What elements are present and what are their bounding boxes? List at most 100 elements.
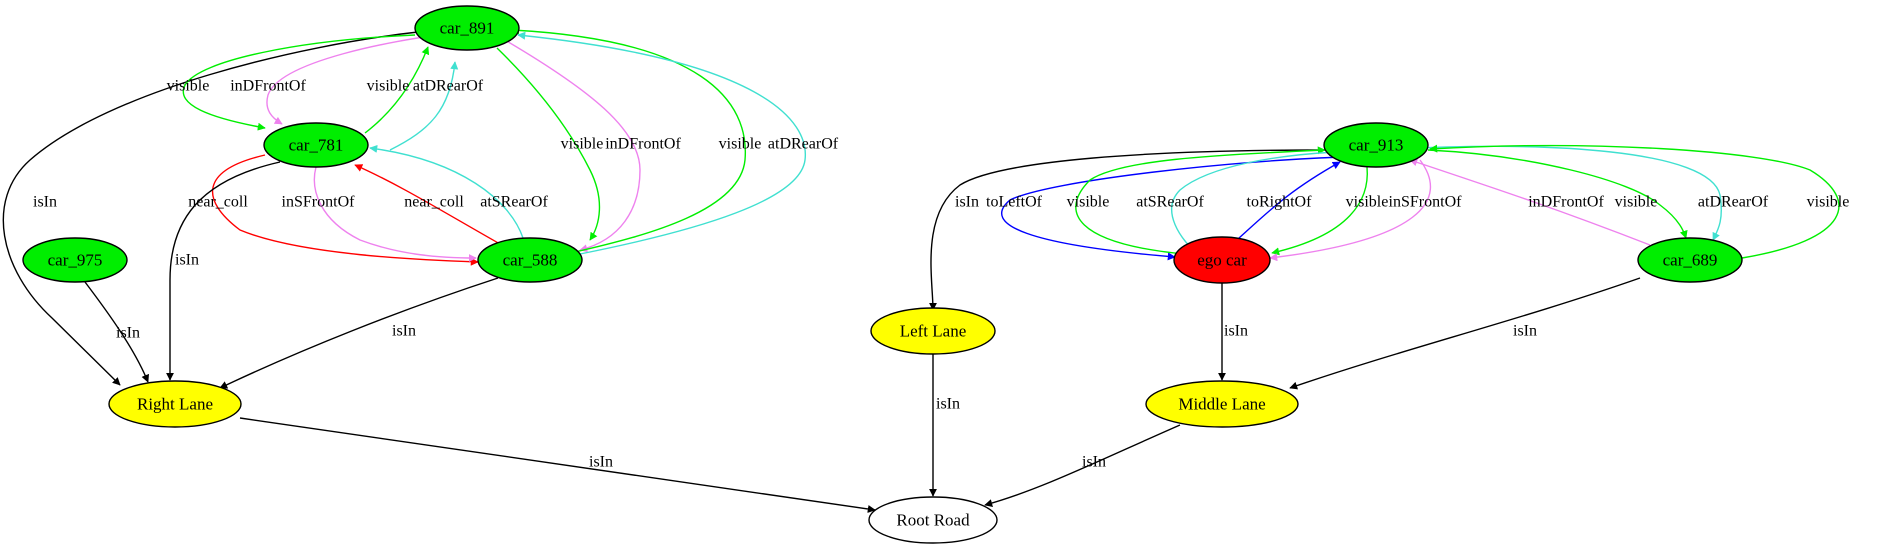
edge-label: visible <box>167 78 210 95</box>
node-shape <box>477 237 583 283</box>
edge-label: inDFrontOf <box>1528 194 1604 211</box>
edge-line <box>369 144 524 239</box>
edge-line <box>1075 146 1326 256</box>
edge-label: isIn <box>1513 323 1537 340</box>
node-right-lane: Right Lane <box>108 380 242 428</box>
edge-car_781-isIn-right_lane: isIn <box>166 161 281 381</box>
edge-label: visible <box>1067 194 1110 211</box>
edge-line <box>1289 277 1641 390</box>
edge-car_689-visible-car_913: visible <box>1429 144 1850 259</box>
node-label: car_975 <box>48 251 103 270</box>
edge-car_891-isIn-right_lane: isIn <box>2 31 419 386</box>
edge-label: visible <box>561 136 604 153</box>
edge-label: visible <box>367 78 410 95</box>
edge-car_588-isIn-right_lane: isIn <box>219 277 499 389</box>
edge-label: visible <box>1807 194 1850 211</box>
node-car-975: car_975 <box>22 237 128 283</box>
edge-car_913-isIn-left_lane: isIn <box>928 149 1326 311</box>
edge-line <box>84 281 149 383</box>
edge-label: isIn <box>589 454 613 471</box>
node-left-lane: Left Lane <box>870 307 996 355</box>
edge-line <box>389 61 459 151</box>
node-shape <box>22 237 128 283</box>
edge-label: inDFrontOf <box>605 136 681 153</box>
edge-line <box>182 34 416 131</box>
edge-line <box>1000 156 1346 261</box>
node-root-road: Root Road <box>868 496 998 544</box>
edge-label: atDRearOf <box>1698 194 1769 211</box>
node-shape <box>868 496 998 544</box>
edge-label: near_coll <box>404 194 464 211</box>
edge-car_689-isIn-middle_lane: isIn <box>1289 277 1641 390</box>
node-label: Root Road <box>896 511 970 530</box>
node-middle-lane: Middle Lane <box>1145 380 1299 428</box>
edge-line <box>496 47 601 241</box>
edge-label: isIn <box>955 194 979 211</box>
edge-car_913-visible-ego_car: visible <box>1271 166 1388 256</box>
edge-line <box>364 46 430 134</box>
edge-label: isIn <box>33 194 57 211</box>
edge-ego_car-toRightOf-car_913: toRightOf <box>1237 161 1341 240</box>
node-shape <box>1323 122 1429 168</box>
node-shape <box>1637 237 1743 283</box>
edge-label: isIn <box>392 323 416 340</box>
edge-line <box>266 34 439 125</box>
edge-line <box>211 154 479 266</box>
edge-car_891-inDFrontOf-car_588: inDFrontOf <box>504 39 681 253</box>
edge-line <box>1237 161 1341 240</box>
edge-line <box>354 164 501 245</box>
edge-car_781-inSFrontOf-car_588: inSFrontOf <box>282 166 477 262</box>
edge-ego_car-visible-car_913: visible <box>1067 146 1326 256</box>
edge-line <box>1269 159 1432 262</box>
edge-label: isIn <box>1224 323 1248 340</box>
node-car-891: car_891 <box>414 5 520 51</box>
node-car-689: car_689 <box>1637 237 1743 283</box>
edge-line <box>1271 166 1368 256</box>
edge-car_588-atDRearOf-car_891: atDRearOf <box>517 31 839 255</box>
node-label: car_588 <box>503 251 558 270</box>
edge-label: inSFrontOf <box>1389 194 1463 211</box>
node-label: car_891 <box>440 19 495 38</box>
edge-line <box>1171 148 1337 257</box>
edge-right_lane-isIn-root_road: isIn <box>239 417 876 513</box>
node-shape <box>263 122 369 168</box>
edge-line <box>984 424 1181 507</box>
node-shape <box>1145 380 1299 428</box>
node-label: Left Lane <box>900 322 967 341</box>
edge-car_588-near_coll-car_781: near_coll <box>354 164 501 245</box>
edge-car_689-inDFrontOf-car_913: inDFrontOf <box>1409 158 1651 246</box>
edge-car_588-visible-car_891: visible <box>511 26 762 253</box>
edge-left_lane-isIn-root_road: isIn <box>929 354 960 497</box>
node-car-781: car_781 <box>263 122 369 168</box>
edge-label: atDRearOf <box>413 78 484 95</box>
edge-car_781-visible-car_891: visible <box>364 46 430 134</box>
edge-ego_car-atSRearOf-car_913: atSRearOf <box>1136 148 1337 257</box>
node-shape <box>108 380 242 428</box>
node-label: car_689 <box>1663 251 1718 270</box>
edge-label: toRightOf <box>1247 194 1313 211</box>
edge-label: visible <box>719 136 762 153</box>
node-shape <box>870 307 996 355</box>
edge-line <box>166 161 281 381</box>
edge-label: atSRearOf <box>480 194 548 211</box>
edge-line <box>313 166 477 262</box>
edge-line <box>1409 158 1651 246</box>
edge-car_913-inSFrontOf-ego_car: inSFrontOf <box>1269 159 1463 262</box>
edge-label: atDRearOf <box>768 136 839 153</box>
edge-car_588-atSRearOf-car_781: atSRearOf <box>369 144 548 239</box>
edge-line <box>239 417 876 513</box>
node-car-588: car_588 <box>477 237 583 283</box>
edge-label: isIn <box>936 396 960 413</box>
edge-car_891-inDFrontOf-car_781: inDFrontOf <box>230 34 439 125</box>
edge-car_891-visible-car_781: visible <box>167 34 416 131</box>
edge-label: toLeftOf <box>986 194 1043 211</box>
edge-label: inSFrontOf <box>282 194 356 211</box>
edge-label: inDFrontOf <box>230 78 306 95</box>
edge-car_781-atDRearOf-car_891: atDRearOf <box>389 61 484 151</box>
edge-line <box>2 31 419 386</box>
edge-label: atSRearOf <box>1136 194 1204 211</box>
edge-line <box>511 26 747 253</box>
node-shape <box>414 5 520 51</box>
